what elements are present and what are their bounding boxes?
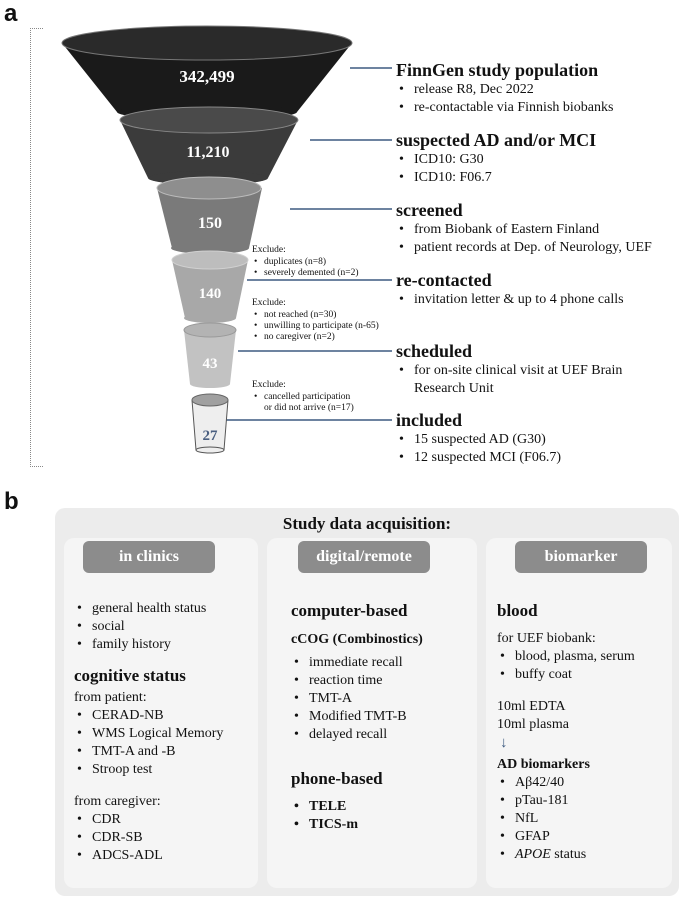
plasma-label: 10ml plasma [497,717,569,732]
exclusion-item: duplicates (n=8) [252,257,359,268]
stage-title: included [396,410,463,430]
acquisition-title: Study data acquisition: [282,514,452,533]
list-item: NfL [497,810,635,828]
apoe-gene: APOE [515,847,551,862]
list-item: pTau-181 [497,792,635,810]
stage-bullet: for on-site clinical visit at UEF Brain [396,362,622,380]
funnel-stage-6: 27 [191,393,229,454]
stage-desc-1: FinnGen study population release R8, Dec… [396,60,613,117]
funnel-stage-5: 43 [183,322,237,388]
stage-title: FinnGen study population [396,60,599,80]
funnel-count-3: 150 [198,215,222,232]
exclusion-note-1: Exclude: duplicates (n=8) severely demen… [252,245,359,279]
funnel-stage-4: 140 [171,250,249,323]
cognitive-status-heading: cognitive status [74,666,186,685]
stage-title: scheduled [396,341,473,361]
funnel-stage-2: 11,210 [119,106,299,185]
computer-based-heading: computer-based [291,601,408,620]
panel-a-label: a [4,0,18,27]
list-item: Aβ42/40 [497,774,635,792]
stage-bullet: release R8, Dec 2022 [396,81,613,99]
stage-title: suspected AD and/or MCI [396,130,597,150]
funnel-count-4: 140 [199,286,222,302]
list-item: TICS-m [291,816,423,834]
list-item: buffy coat [497,666,635,684]
list-item: delayed recall [291,726,423,744]
stage-bullet: ICD10: G30 [396,151,596,169]
biomarker-content: blood for UEF biobank: blood, plasma, se… [497,600,635,864]
ad-biomarkers-heading: AD biomarkers [497,757,590,772]
list-item: Modified TMT-B [291,708,423,726]
stage-desc-2: suspected AD and/or MCI ICD10: G30 ICD10… [396,130,596,187]
funnel-count-2: 11,210 [186,144,229,161]
list-item: CERAD-NB [74,707,223,725]
list-item: GFAP [497,828,635,846]
list-item: reaction time [291,672,423,690]
exclusion-item: severely demented (n=2) [252,268,359,279]
list-item: social [74,618,223,636]
from-patient-label: from patient: [74,690,147,705]
exclusion-note-2: Exclude: not reached (n=30) unwilling to… [252,298,379,343]
stage-bullet: re-contactable via Finnish biobanks [396,99,613,117]
ccog-heading: cCOG (Combinostics) [291,632,423,647]
edta-label: 10ml EDTA [497,699,566,714]
apoe-item: APOE status [497,846,635,864]
stage-title: screened [396,200,463,220]
exclusion-item: unwilling to participate (n-65) [252,321,379,332]
list-item: CDR-SB [74,829,223,847]
arrow-down-icon: ↓ [500,735,508,751]
biobank-label: for UEF biobank: [497,631,596,646]
list-item: Stroop test [74,761,223,779]
digital-content: computer-based cCOG (Combinostics) immed… [291,600,423,834]
funnel-diagram: 342,499 11,210 150 140 43 27 [61,25,392,454]
list-item: blood, plasma, serum [497,648,635,666]
dotted-bracket [30,28,43,467]
exclusion-item-continued: or did not arrive (n=17) [264,403,354,413]
from-caregiver-label: from caregiver: [74,794,161,809]
stage-desc-6: included 15 suspected AD (G30) 12 suspec… [396,410,561,467]
list-item: immediate recall [291,654,423,672]
stage-bullet: ICD10: F06.7 [396,169,596,187]
funnel-stage-3: 150 [156,176,262,254]
stage-bullet-continued: Research Unit [414,381,494,396]
exclusion-head: Exclude: [252,245,286,255]
panel-b-label: b [4,488,19,515]
stage-bullet: 12 suspected MCI (F06.7) [396,449,561,467]
stage-desc-4: re-contacted invitation letter & up to 4… [396,270,624,309]
stage-bullet: invitation letter & up to 4 phone calls [396,291,624,309]
exclusion-item: no caregiver (n=2) [252,332,379,343]
stage-title: re-contacted [396,270,492,290]
list-item: WMS Logical Memory [74,725,223,743]
stage-bullet: patient records at Dep. of Neurology, UE… [396,239,652,257]
list-item: general health status [74,600,223,618]
exclusion-note-3: Exclude: cancelled participation or did … [252,380,354,414]
stage-desc-5: scheduled for on-site clinical visit at … [396,341,622,398]
clinics-content: general health status social family hist… [74,600,223,865]
exclusion-item: not reached (n=30) [252,310,379,321]
exclusion-item: cancelled participation [252,392,354,403]
digital-header: digital/remote [298,541,430,573]
stage-bullet: 15 suspected AD (G30) [396,431,561,449]
stage-desc-3: screened from Biobank of Eastern Finland… [396,200,652,257]
exclusion-head: Exclude: [252,298,286,308]
clinics-header: in clinics [83,541,215,573]
funnel-stage-1: 342,499 [61,25,353,120]
biomarker-header: biomarker [515,541,647,573]
list-item: CDR [74,811,223,829]
blood-heading: blood [497,601,538,620]
list-item: TELE [291,798,423,816]
exclusion-head: Exclude: [252,380,286,390]
list-item: family history [74,636,223,654]
stage-bullet: from Biobank of Eastern Finland [396,221,652,239]
list-item: TMT-A and -B [74,743,223,761]
apoe-status: status [550,847,587,862]
funnel-count-1: 342,499 [179,67,234,86]
phone-based-heading: phone-based [291,769,383,788]
list-item: ADCS-ADL [74,847,223,865]
list-item: TMT-A [291,690,423,708]
funnel-count-6: 27 [203,428,219,444]
funnel-count-5: 43 [203,356,218,372]
